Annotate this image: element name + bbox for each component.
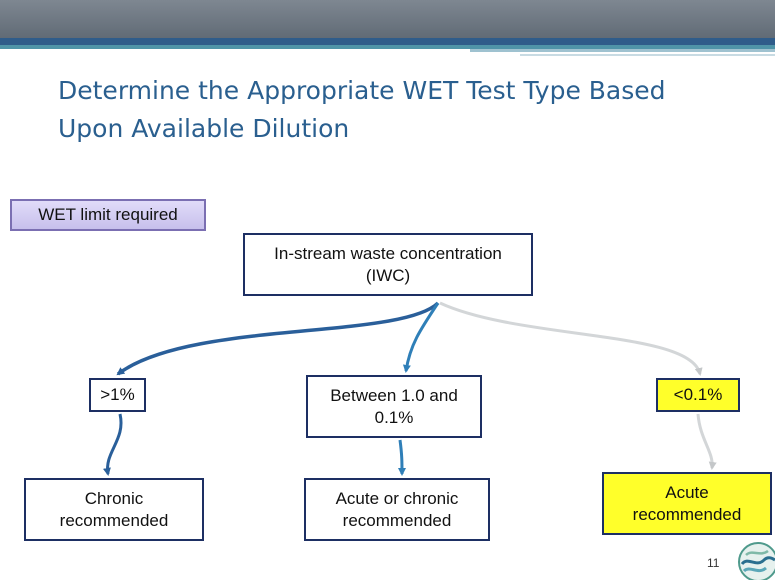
between-line-1: Between 1.0 and [330,385,458,405]
acute-line-2: recommended [632,504,742,524]
arrow-iwc-to-gt1 [116,301,440,376]
banner-stripe-teal [0,45,775,49]
arrow-gt1-to-chronic [102,413,123,476]
arrow-iwc-to-lt01 [439,301,703,376]
acute-node: Acute recommended [602,472,772,535]
iwc-line-2: (IWC) [365,265,411,285]
banner-stripe-light-2 [520,54,775,56]
slide-title: Determine the Appropriate WET Test Type … [58,76,666,143]
acute-line-1: Acute [665,482,709,502]
acute-or-chronic-node: Acute or chronic recommended [304,478,490,541]
acute-or-chronic-line-1: Acute or chronic [335,488,459,508]
banner-stripe-light [470,49,775,52]
wet-limit-tag: WET limit required [10,199,206,231]
acute-or-chronic-line-2: recommended [342,510,452,530]
banner-stripe-blue [0,38,775,45]
arrow-between-to-acute-chronic [397,439,406,476]
chronic-line-2: recommended [59,510,169,530]
top-banner [0,0,775,38]
between-line-2: 0.1% [374,407,414,427]
iwc-line-1: In-stream waste concentration [274,243,502,263]
iwc-node: In-stream waste concentration (IWC) [243,233,533,296]
gt1-node: >1% [89,378,146,412]
chronic-node: Chronic recommended [24,478,204,541]
between-node: Between 1.0 and 0.1% [306,375,482,438]
page-number: 11 [707,556,720,570]
lt01-node: <0.1% [656,378,740,412]
arrow-lt01-to-acute [696,413,717,470]
water-logo-icon [738,542,775,580]
arrow-iwc-to-between [402,302,440,373]
chronic-line-1: Chronic [84,488,144,508]
